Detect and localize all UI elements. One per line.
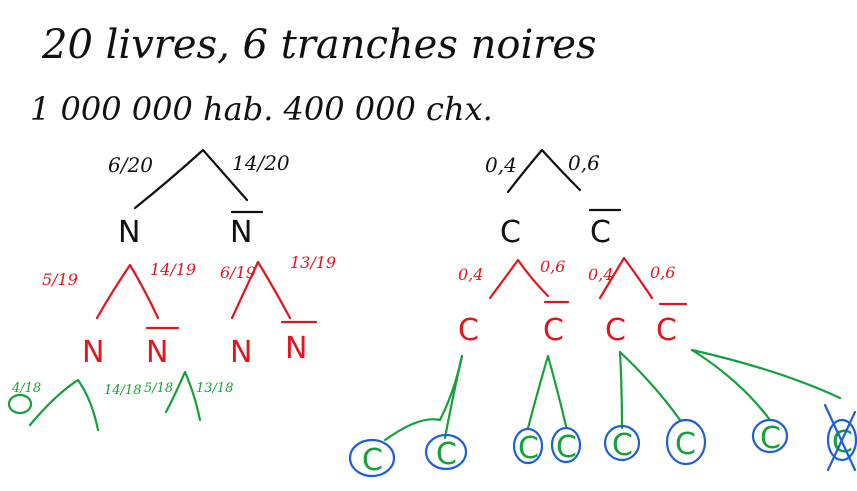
leaf-5-label: C [612,428,633,463]
leaf-7-circle [751,418,789,454]
leaf-1: C [348,438,396,478]
left-l2a-weight-right: 14/19 [150,260,196,279]
leaf-3: C [512,427,544,466]
right-l2b-node-c: C [605,313,626,348]
leaf-1-label: C [362,443,383,478]
right-node-c: C [500,215,521,250]
right-root-weight-right: 0,6 [568,151,600,175]
leaf-8: C [823,403,857,472]
right-l2a-weight-left: 0,4 [458,265,483,284]
right-l2a-node-c: C [458,313,479,348]
right-l2b-weight-left: 0,4 [588,265,613,284]
left-root-weight-right: 14/20 [232,151,290,175]
left-l3a-weight-left: 4/18 [11,381,41,396]
right-root-branches [506,148,582,194]
left-l2b-branches [230,260,292,320]
leaf-8-circle [826,418,857,462]
left-root-branches [133,148,249,210]
leaf-4-label: C [556,430,577,465]
right-l2a-branches [488,258,550,300]
leaf-1-circle [348,438,396,478]
leaf-6: C [665,418,707,466]
left-l2b-weight-left: 6/19 [220,263,256,282]
left-l2a-node-n: N [82,335,104,370]
left-l3b-weight-left: 5/18 [144,381,173,396]
left-root-weight-left: 6/20 [108,153,153,177]
right-l3-branch-7 [690,348,772,422]
left-l2b-node-nbar: N [285,331,307,366]
left-l3a-circle [7,393,33,415]
leaf-3-label: C [518,431,539,466]
right-l2a-weight-right: 0,6 [540,257,565,276]
right-l2b-node-cbar: C [656,313,677,348]
left-node-n: N [118,215,140,250]
right-l3-branch-1 [383,354,464,442]
leaf-6-label: C [675,427,696,462]
leaf-6-circle [665,418,707,466]
leaf-8-cross-icon [823,403,857,472]
leaf-4: C [550,426,582,465]
leaf-7-label: C [760,421,781,456]
left-l3a-weight-right: 14/18 [104,383,141,398]
right-l3-branch-2 [443,354,464,440]
left-l2a-branches [95,263,160,320]
right-l3-branch-4 [546,354,568,428]
leaf-7: C [751,418,789,456]
left-l2a-weight-left: 5/19 [42,270,78,289]
right-l2b-weight-right: 0,6 [650,263,675,282]
left-l3b-weight-right: 13/18 [196,381,233,396]
right-l3-branch-8 [690,348,842,400]
leaf-2-circle [424,433,468,471]
header-line-2: 1 000 000 hab. 400 000 chx. [30,90,493,128]
leaf-3-circle [512,427,544,465]
right-l3-branch-5 [618,350,624,430]
leaf-2: C [424,433,468,472]
right-l3-branch-6 [618,350,682,422]
right-l2b-branches [598,256,654,300]
left-node-nbar: N [230,215,252,250]
right-l2a-node-cbar: C [543,313,564,348]
header-line-1: 20 livres, 6 tranches noires [41,22,597,68]
right-root-weight-left: 0,4 [485,153,517,177]
right-l3-branch-3 [526,354,550,430]
left-l2a-node-nbar: N [146,335,168,370]
leaf-5: C [603,424,641,463]
left-l2b-node-n: N [230,335,252,370]
left-l3b-branches [164,370,202,422]
leaf-2-label: C [436,437,457,472]
right-node-cbar: C [590,215,611,250]
leaf-5-circle [603,424,641,462]
left-l3a-branches [28,378,100,432]
leaf-4-circle [550,426,582,464]
left-l2b-weight-right: 13/19 [290,253,336,272]
